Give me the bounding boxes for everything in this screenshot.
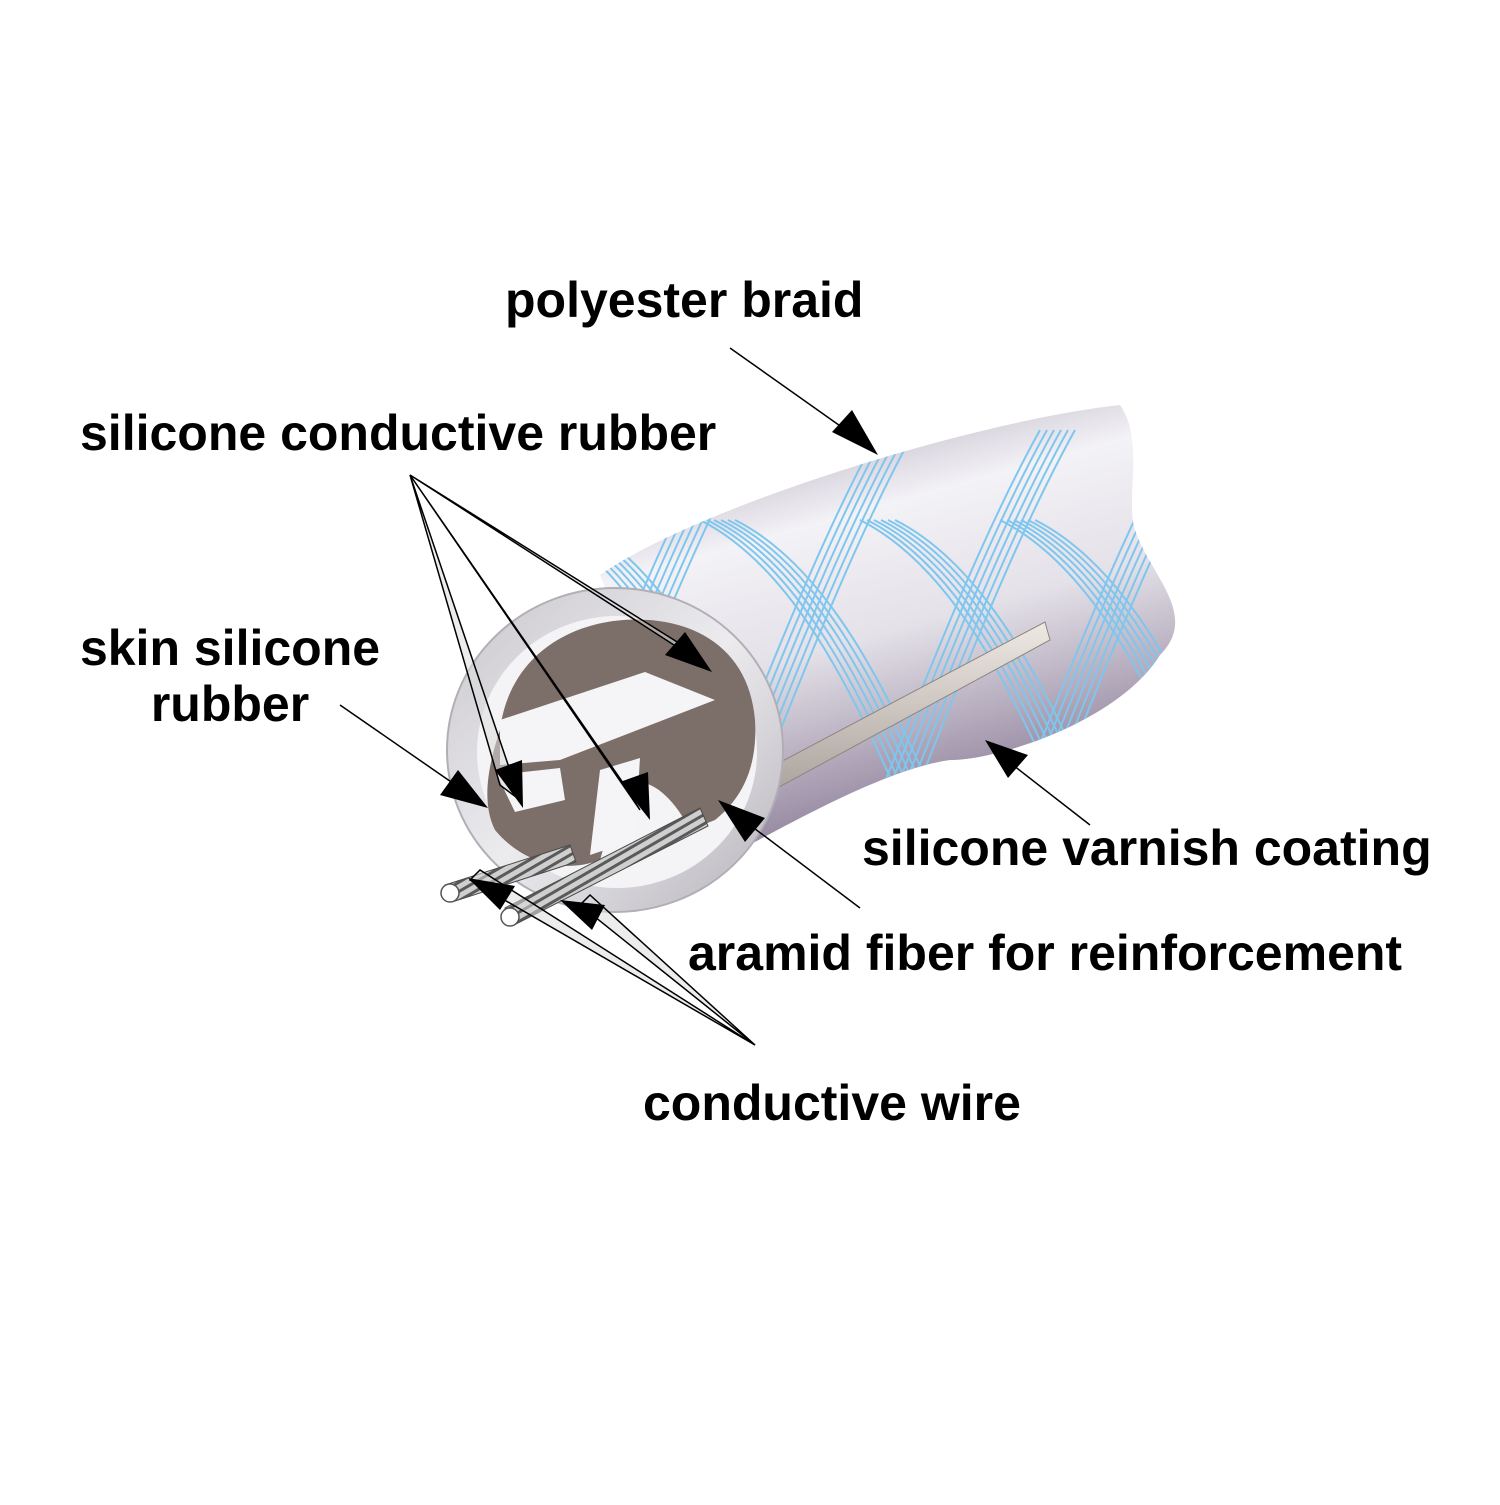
arrow-aramid	[718, 800, 765, 842]
braid-strand	[706, 519, 908, 801]
braid-strand	[713, 519, 915, 801]
arrow-heads	[440, 410, 1028, 930]
wire-end-2	[500, 907, 520, 927]
braid-strand	[1020, 519, 1176, 801]
braid-strand	[1034, 519, 1176, 801]
braid-strand	[727, 519, 929, 801]
braid-strand	[890, 429, 1062, 821]
arrow-wire-1	[468, 878, 515, 910]
braid-strand	[1027, 519, 1176, 801]
label-skin-line2: rubber	[150, 676, 310, 732]
label-aramid-fiber: aramid fiber for reinforcement	[688, 925, 1403, 981]
braid-strand	[720, 519, 922, 801]
braid-strand	[876, 429, 1048, 821]
braid-strand	[734, 519, 936, 801]
label-silicone-conductive-rubber: silicone conductive rubber	[80, 405, 717, 461]
arrow-polyester	[832, 410, 878, 455]
label-polyester-braid: polyester braid	[505, 272, 864, 328]
pointer-wedges	[409, 474, 756, 1046]
braid-strand	[1006, 519, 1176, 801]
arrow-conductive-left	[495, 760, 523, 808]
braid-strand	[999, 519, 1176, 801]
cavity-upper	[500, 672, 715, 765]
arrow-conductive-right	[665, 632, 712, 672]
braid-strand	[869, 429, 1041, 821]
conductive-rubber-profile	[487, 619, 756, 866]
braid-strand	[883, 429, 1055, 821]
braid-strand	[699, 519, 901, 801]
arrow-conductive-mid	[620, 772, 650, 820]
label-skin-line1: skin silicone	[79, 620, 381, 676]
wire-end-1	[440, 883, 460, 903]
braid-strand	[1013, 519, 1176, 801]
label-skin-silicone-rubber: skin silicone rubber	[65, 620, 395, 732]
arrow-varnish	[985, 740, 1028, 778]
polyester-braid-strands	[600, 429, 1176, 821]
arrow-wire-2	[560, 900, 605, 930]
braid-strand	[904, 429, 1076, 821]
label-silicone-varnish-coating: silicone varnish coating	[862, 820, 1432, 876]
label-conductive-wire: conductive wire	[643, 1075, 1021, 1131]
braid-strand	[897, 429, 1069, 821]
arrow-skin	[440, 770, 488, 808]
